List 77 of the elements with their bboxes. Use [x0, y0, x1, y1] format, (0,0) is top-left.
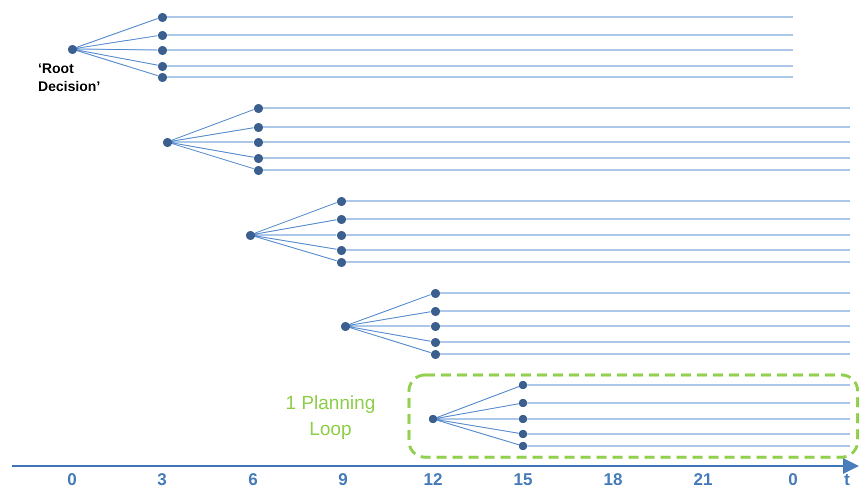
branch-line	[76, 49, 158, 66]
branch-line	[170, 142, 254, 170]
branch-line	[166, 34, 794, 36]
axis-tick-label: 9	[338, 470, 348, 489]
branch-line	[170, 127, 254, 142]
branch-line	[348, 326, 432, 342]
outcome-node	[430, 350, 440, 358]
axis-tick-label: 3	[157, 470, 167, 489]
branch-line	[526, 418, 850, 420]
branch-line	[348, 294, 432, 325]
outcome-node	[254, 166, 262, 174]
branch-line	[254, 236, 338, 262]
branch-line	[254, 219, 338, 235]
axis-tick-label: 18	[604, 470, 622, 489]
axis-tick-label: t	[844, 470, 850, 489]
outcome-node	[158, 72, 166, 82]
branch-line	[436, 419, 520, 434]
outcome-node	[254, 138, 262, 146]
branch-line	[166, 16, 794, 18]
branch-line	[345, 218, 850, 220]
branch-line	[348, 311, 432, 326]
outcome-node	[336, 246, 346, 254]
branch-line	[76, 48, 158, 50]
branch-line	[345, 200, 850, 202]
branch-line	[526, 384, 850, 386]
branch-line	[348, 326, 432, 354]
decision-node	[429, 415, 437, 423]
branch-line	[170, 109, 254, 141]
branch-line	[436, 386, 520, 418]
decision-node	[246, 230, 254, 240]
decision-node	[68, 44, 76, 54]
branch-line	[166, 76, 794, 78]
axis-tick-label: 12	[424, 470, 442, 489]
axis-tick-label: 0	[67, 470, 77, 489]
outcome-node	[158, 30, 166, 40]
outcome-node	[336, 196, 346, 206]
axis-tick-label: 0	[788, 470, 798, 489]
outcome-node	[158, 46, 166, 54]
outcome-node	[336, 214, 346, 224]
outcome-node	[254, 122, 262, 132]
branch-line	[439, 310, 850, 312]
outcome-node	[158, 12, 166, 22]
outcome-node	[336, 258, 346, 266]
branch-line	[76, 50, 158, 76]
outcome-node	[254, 104, 262, 112]
outcome-node	[519, 381, 527, 389]
decision-node	[340, 322, 350, 330]
decision-node	[162, 138, 172, 146]
branch-line	[262, 126, 850, 128]
branch-line	[76, 35, 158, 49]
outcome-node	[519, 415, 527, 423]
group-label: 1 Planning Loop	[284, 392, 376, 442]
outcome-node	[519, 399, 527, 407]
outcome-node	[430, 306, 440, 316]
branch-line	[254, 202, 338, 234]
axis-tick-label: 15	[514, 470, 532, 489]
branch-line	[254, 234, 337, 236]
branch-line	[526, 402, 850, 404]
outcome-node	[430, 322, 440, 330]
outcome-node	[430, 288, 440, 298]
outcome-node	[254, 154, 262, 162]
branch-line	[436, 418, 520, 420]
branch-line	[439, 292, 850, 294]
node-caption: ‘Root Decision’	[38, 59, 102, 95]
branch-line	[436, 420, 520, 446]
outcome-node	[336, 230, 346, 240]
branch-line	[436, 403, 520, 419]
axis-tick-label: 6	[248, 470, 258, 489]
branch-line	[345, 234, 850, 236]
branch-line	[76, 18, 158, 48]
branch-line	[170, 142, 254, 158]
branch-line	[254, 235, 338, 250]
outcome-node	[519, 430, 527, 438]
axis-tick-label: 21	[694, 470, 712, 489]
outcome-node	[519, 442, 527, 450]
outcome-node	[430, 338, 440, 346]
outcome-node	[158, 62, 166, 70]
